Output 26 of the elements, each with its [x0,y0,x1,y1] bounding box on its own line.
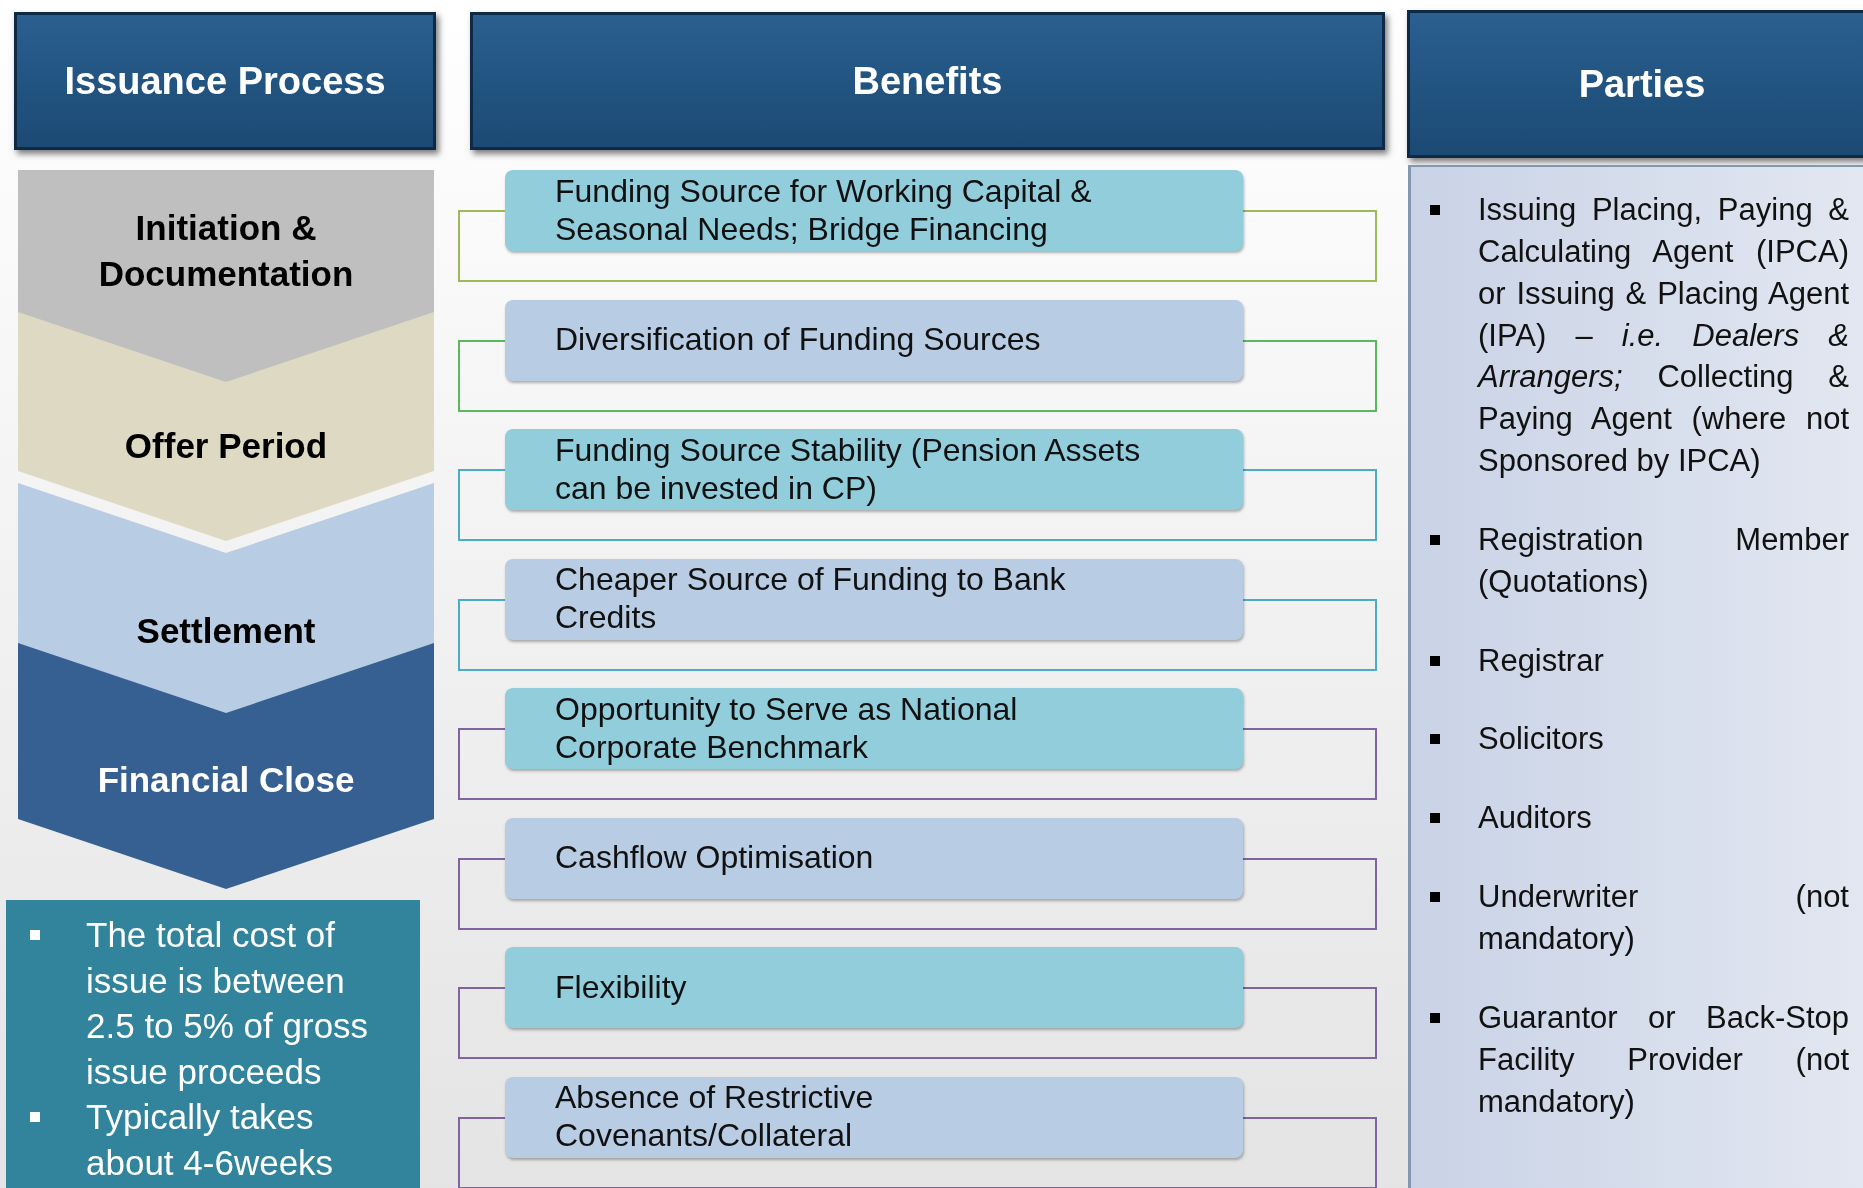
benefit-box: Funding Source Stability (Pension Assets can be invested in CP) [505,429,1243,510]
benefit-box: Cheaper Source of Funding to Bank Credits [505,558,1243,640]
header-banner: Issuance Process [14,12,436,150]
header-banner: Benefits [470,12,1385,150]
list-item: Auditors [1478,800,1592,836]
list-item: Guarantor or Back-Stop Facility Provider (not mandatory) [1478,999,1849,1119]
chevron-step: Settlement [18,483,434,713]
benefit-box: Opportunity to Serve as National Corporate Benchmark [505,688,1243,769]
list-item: Underwriter (not mandatory) [1478,879,1849,956]
parties-panel [1408,165,1863,1188]
list-item: Typically takes about 4-6weeks [86,1097,334,1182]
note-panel [6,900,420,1188]
benefit-box: Funding Source for Working Capital & Seasonal Needs; Bridge Financing [505,170,1243,251]
header-banner: Parties [1407,10,1863,158]
chevron-step: Initiation & Documentation [18,170,434,382]
benefit-box: Diversification of Funding Sources [505,299,1243,381]
list-item: Registrar [1478,642,1604,678]
list-item: Solicitors [1478,721,1604,757]
chevron-step: Financial Close [18,642,434,889]
list-item: Issuing Placing, Paying & Calculating Agent (IPCA) or Issuing & Placing Agent (IPA) – i.e. Dealers & Arrangers; Collecting & Paying Agent (where not Sponsored by IPCA) [1478,192,1849,479]
benefit-box: Flexibility [505,947,1243,1028]
chevron-step: Offer Period [18,311,434,541]
list-item: The total cost of issue is between 2.5 to 5% of gross issue proceeds [86,915,369,1091]
list-item: Registration Member (Quotations) [1478,521,1849,599]
benefit-box: Cashflow Optimisation [505,817,1243,899]
benefit-box: Absence of Restrictive Covenants/Collateral [505,1076,1243,1158]
